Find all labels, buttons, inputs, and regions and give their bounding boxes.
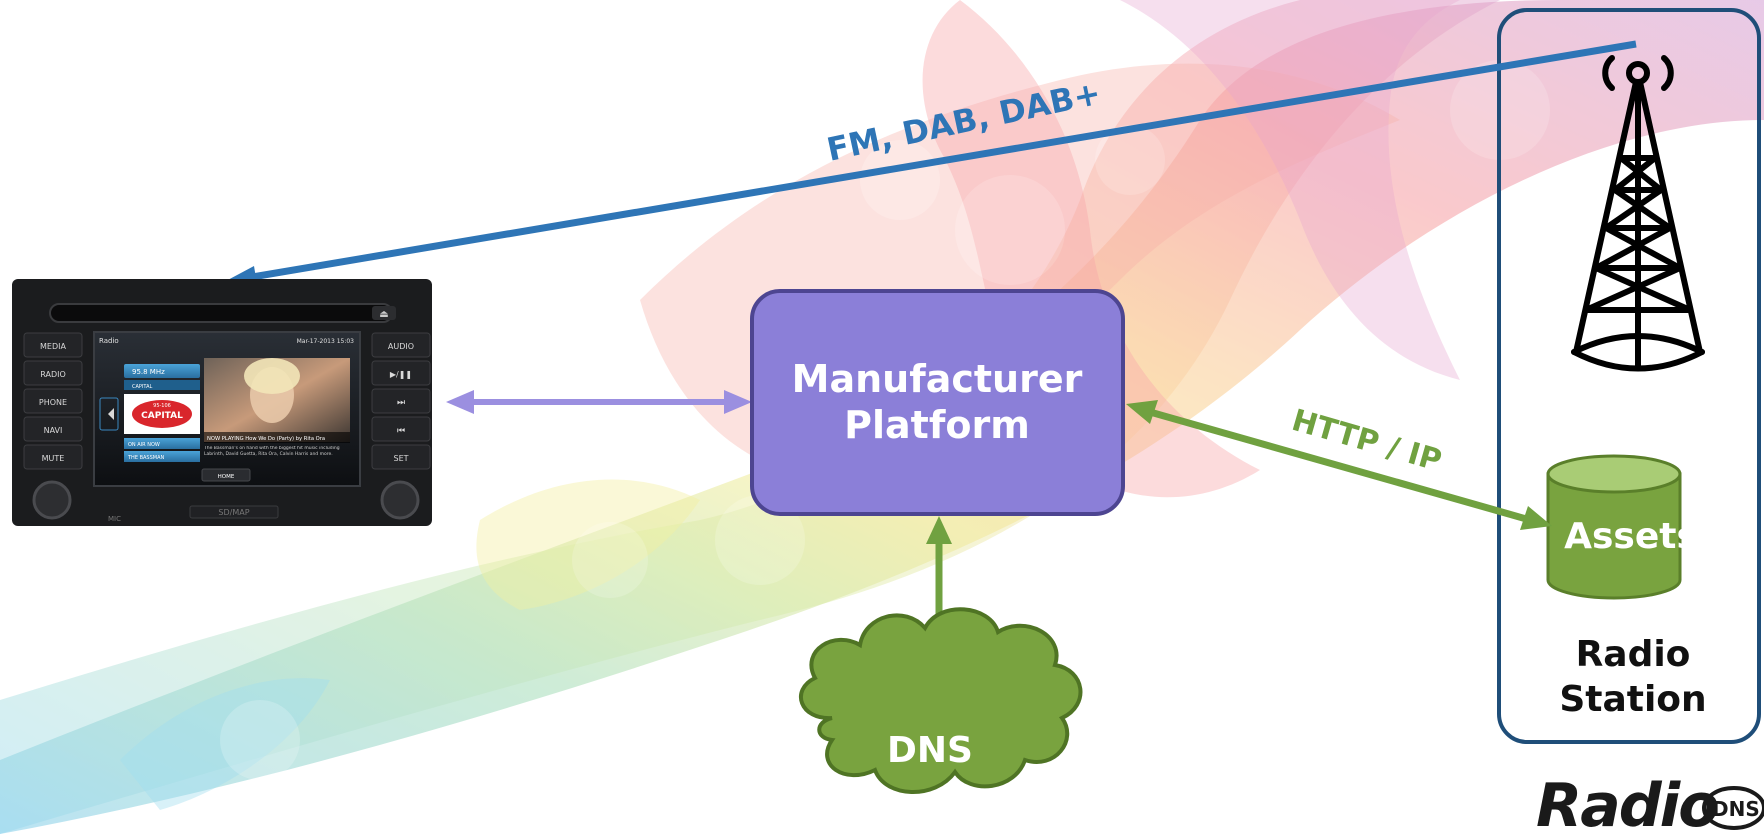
frequency-tile[interactable]	[124, 364, 200, 378]
screen-title: Radio	[99, 337, 119, 345]
on-air-tile[interactable]	[124, 438, 200, 449]
logo-text: CAPITAL	[141, 411, 183, 421]
now-playing: NOW PLAYING How We Do (Party) by Rita Or…	[207, 436, 325, 442]
screen-back-arrow[interactable]	[108, 408, 114, 420]
show-description: The Bassman's on hand with the biggest h…	[204, 446, 340, 457]
platform-label-line1: Manufacturer	[792, 357, 1083, 401]
radio-button-phone[interactable]: PHONE	[39, 398, 67, 407]
radio-button-navi[interactable]: NAVI	[44, 426, 63, 435]
station-name: CAPITAL	[132, 384, 152, 390]
car-radio-unit: ⏏ MEDIA RADIO PHONE NAVI MUTE AUDIO ▶/❚❚…	[12, 279, 432, 526]
radio-button-play-pause[interactable]: ▶/❚❚	[390, 370, 412, 379]
radio-station-box	[1497, 8, 1761, 744]
dns-cloud: DNS	[798, 607, 1083, 794]
on-air-label: ON AIR NOW	[128, 442, 160, 448]
manufacturer-platform-box: Manufacturer Platform	[750, 289, 1125, 516]
svg-text:⏏: ⏏	[379, 309, 388, 320]
radio-button-set[interactable]: SET	[393, 454, 408, 463]
broadcast-tower-icon	[1571, 55, 1705, 372]
radiodns-logo: Radio DNS	[1536, 771, 1764, 834]
dns-label: DNS	[887, 730, 973, 771]
show-name: THE BASSMAN	[127, 455, 164, 461]
screen-status: Mar-17-2013 15:03	[297, 338, 355, 345]
radio-button-prev[interactable]: ⏮	[397, 426, 405, 436]
sd-map-label: SD/MAP	[218, 508, 249, 517]
station-label-line2: Station	[1559, 679, 1706, 720]
radio-button-mute[interactable]: MUTE	[42, 454, 65, 463]
logo-badge: DNS	[1712, 797, 1760, 821]
logo-word: Radio	[1536, 771, 1718, 834]
radio-button-media[interactable]: MEDIA	[40, 342, 66, 351]
station-label-line1: Radio	[1576, 634, 1691, 675]
home-button[interactable]	[201, 468, 251, 482]
right-button-column: AUDIO ▶/❚❚ ⏭ ⏮ SET	[371, 332, 431, 470]
show-tile[interactable]	[124, 451, 200, 462]
platform-label-line2: Platform	[844, 403, 1030, 447]
radio-button-radio[interactable]: RADIO	[40, 370, 66, 379]
assets-label: Assets	[1564, 516, 1698, 557]
http-ip-label: HTTP / IP	[1288, 403, 1445, 479]
radio-button-next[interactable]: ⏭	[397, 398, 405, 408]
volume-knob[interactable]	[32, 480, 72, 520]
radio-button-audio[interactable]: AUDIO	[388, 342, 414, 351]
frequency-label: 95.8 MHz	[132, 368, 165, 376]
http-ip-arrow	[1126, 400, 1552, 530]
logo-small: 95-106	[153, 403, 171, 409]
home-button-label: HOME	[218, 474, 235, 480]
unit-platform-arrow	[446, 390, 752, 414]
left-button-column: MEDIA RADIO PHONE NAVI MUTE	[23, 332, 83, 470]
mic-label: MIC	[108, 515, 121, 523]
assets-database: Assets	[1546, 454, 1698, 600]
tune-knob[interactable]	[380, 480, 420, 520]
